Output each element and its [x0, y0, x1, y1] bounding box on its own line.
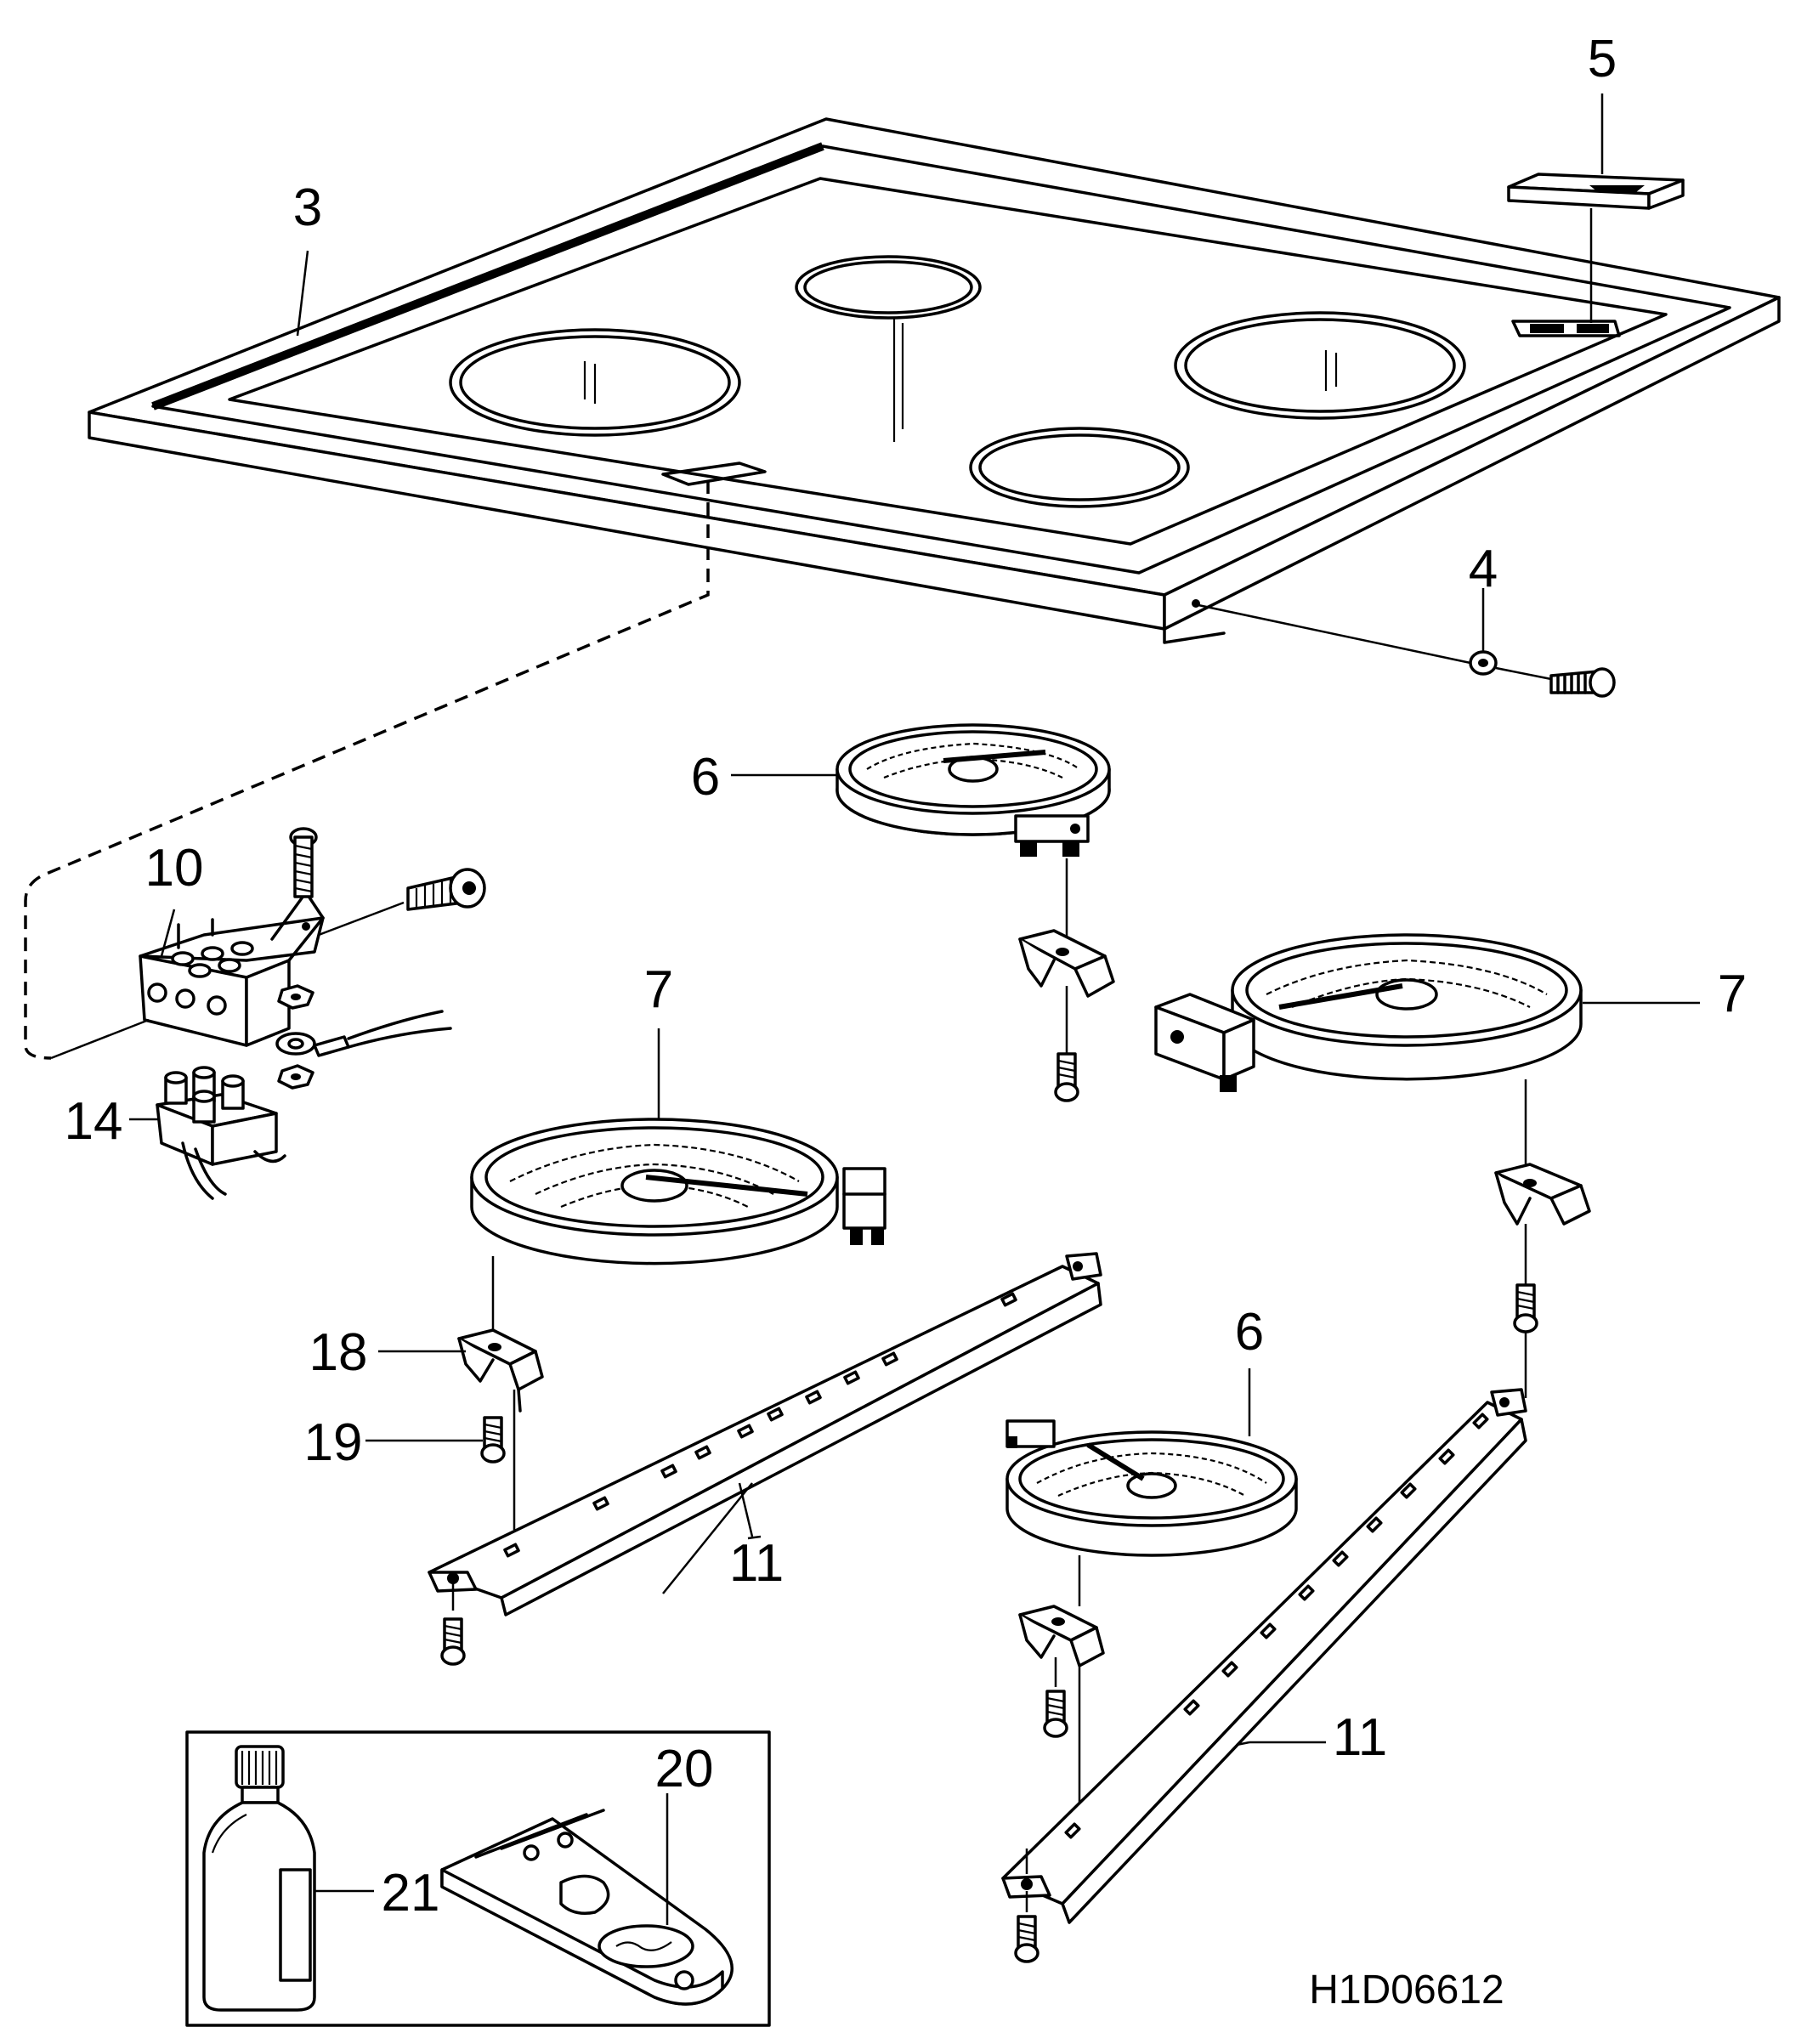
- callout-labels: 3 4 5 6 6 7 7 10 11 11 14 18 19 20 21 H1…: [65, 30, 1748, 2013]
- part-7-large-heater-left: [457, 1118, 887, 1530]
- cleaning-kit-box: [185, 1730, 771, 2027]
- callout-11-left: 11: [729, 1534, 784, 1593]
- callout-5: 5: [1588, 30, 1617, 88]
- callout-7-right: 7: [1718, 965, 1747, 1023]
- callout-6-top: 6: [691, 748, 720, 807]
- leader-lines: [50, 93, 1700, 1925]
- callout-21: 21: [382, 1864, 440, 1922]
- callout-14: 14: [65, 1092, 123, 1151]
- callout-10: 10: [145, 839, 204, 897]
- part-6-small-heater-bottom: [1005, 1419, 1298, 1823]
- callout-11-right: 11: [1333, 1708, 1387, 1767]
- part-11-support-rail-left: [428, 1252, 1102, 1666]
- part-11-support-rail-right: [1001, 1388, 1527, 1963]
- callout-4: 4: [1469, 540, 1498, 598]
- dashed-connection-line: [24, 480, 710, 1060]
- part-14-connector: [156, 1066, 286, 1200]
- part-21-cleaner-bottle: [202, 1745, 316, 2012]
- callout-20: 20: [655, 1740, 714, 1798]
- part-20-scraper: [440, 1809, 734, 2006]
- part-5-control-cover: [1507, 173, 1685, 323]
- callout-19: 19: [304, 1413, 363, 1472]
- part-4-screw-washer: [1198, 603, 1616, 698]
- callout-3: 3: [293, 178, 322, 237]
- callout-6-bottom: 6: [1235, 1303, 1264, 1362]
- part-10-terminal-block: [139, 827, 486, 1090]
- callout-18: 18: [309, 1323, 368, 1382]
- part-7-large-heater-right: [1154, 933, 1591, 1398]
- part-3-hob-top: [88, 117, 1781, 644]
- drawing-code: H1D06612: [1309, 1968, 1504, 2013]
- callout-7-left: 7: [644, 960, 673, 1019]
- part-6-small-heater-top: [836, 723, 1115, 1102]
